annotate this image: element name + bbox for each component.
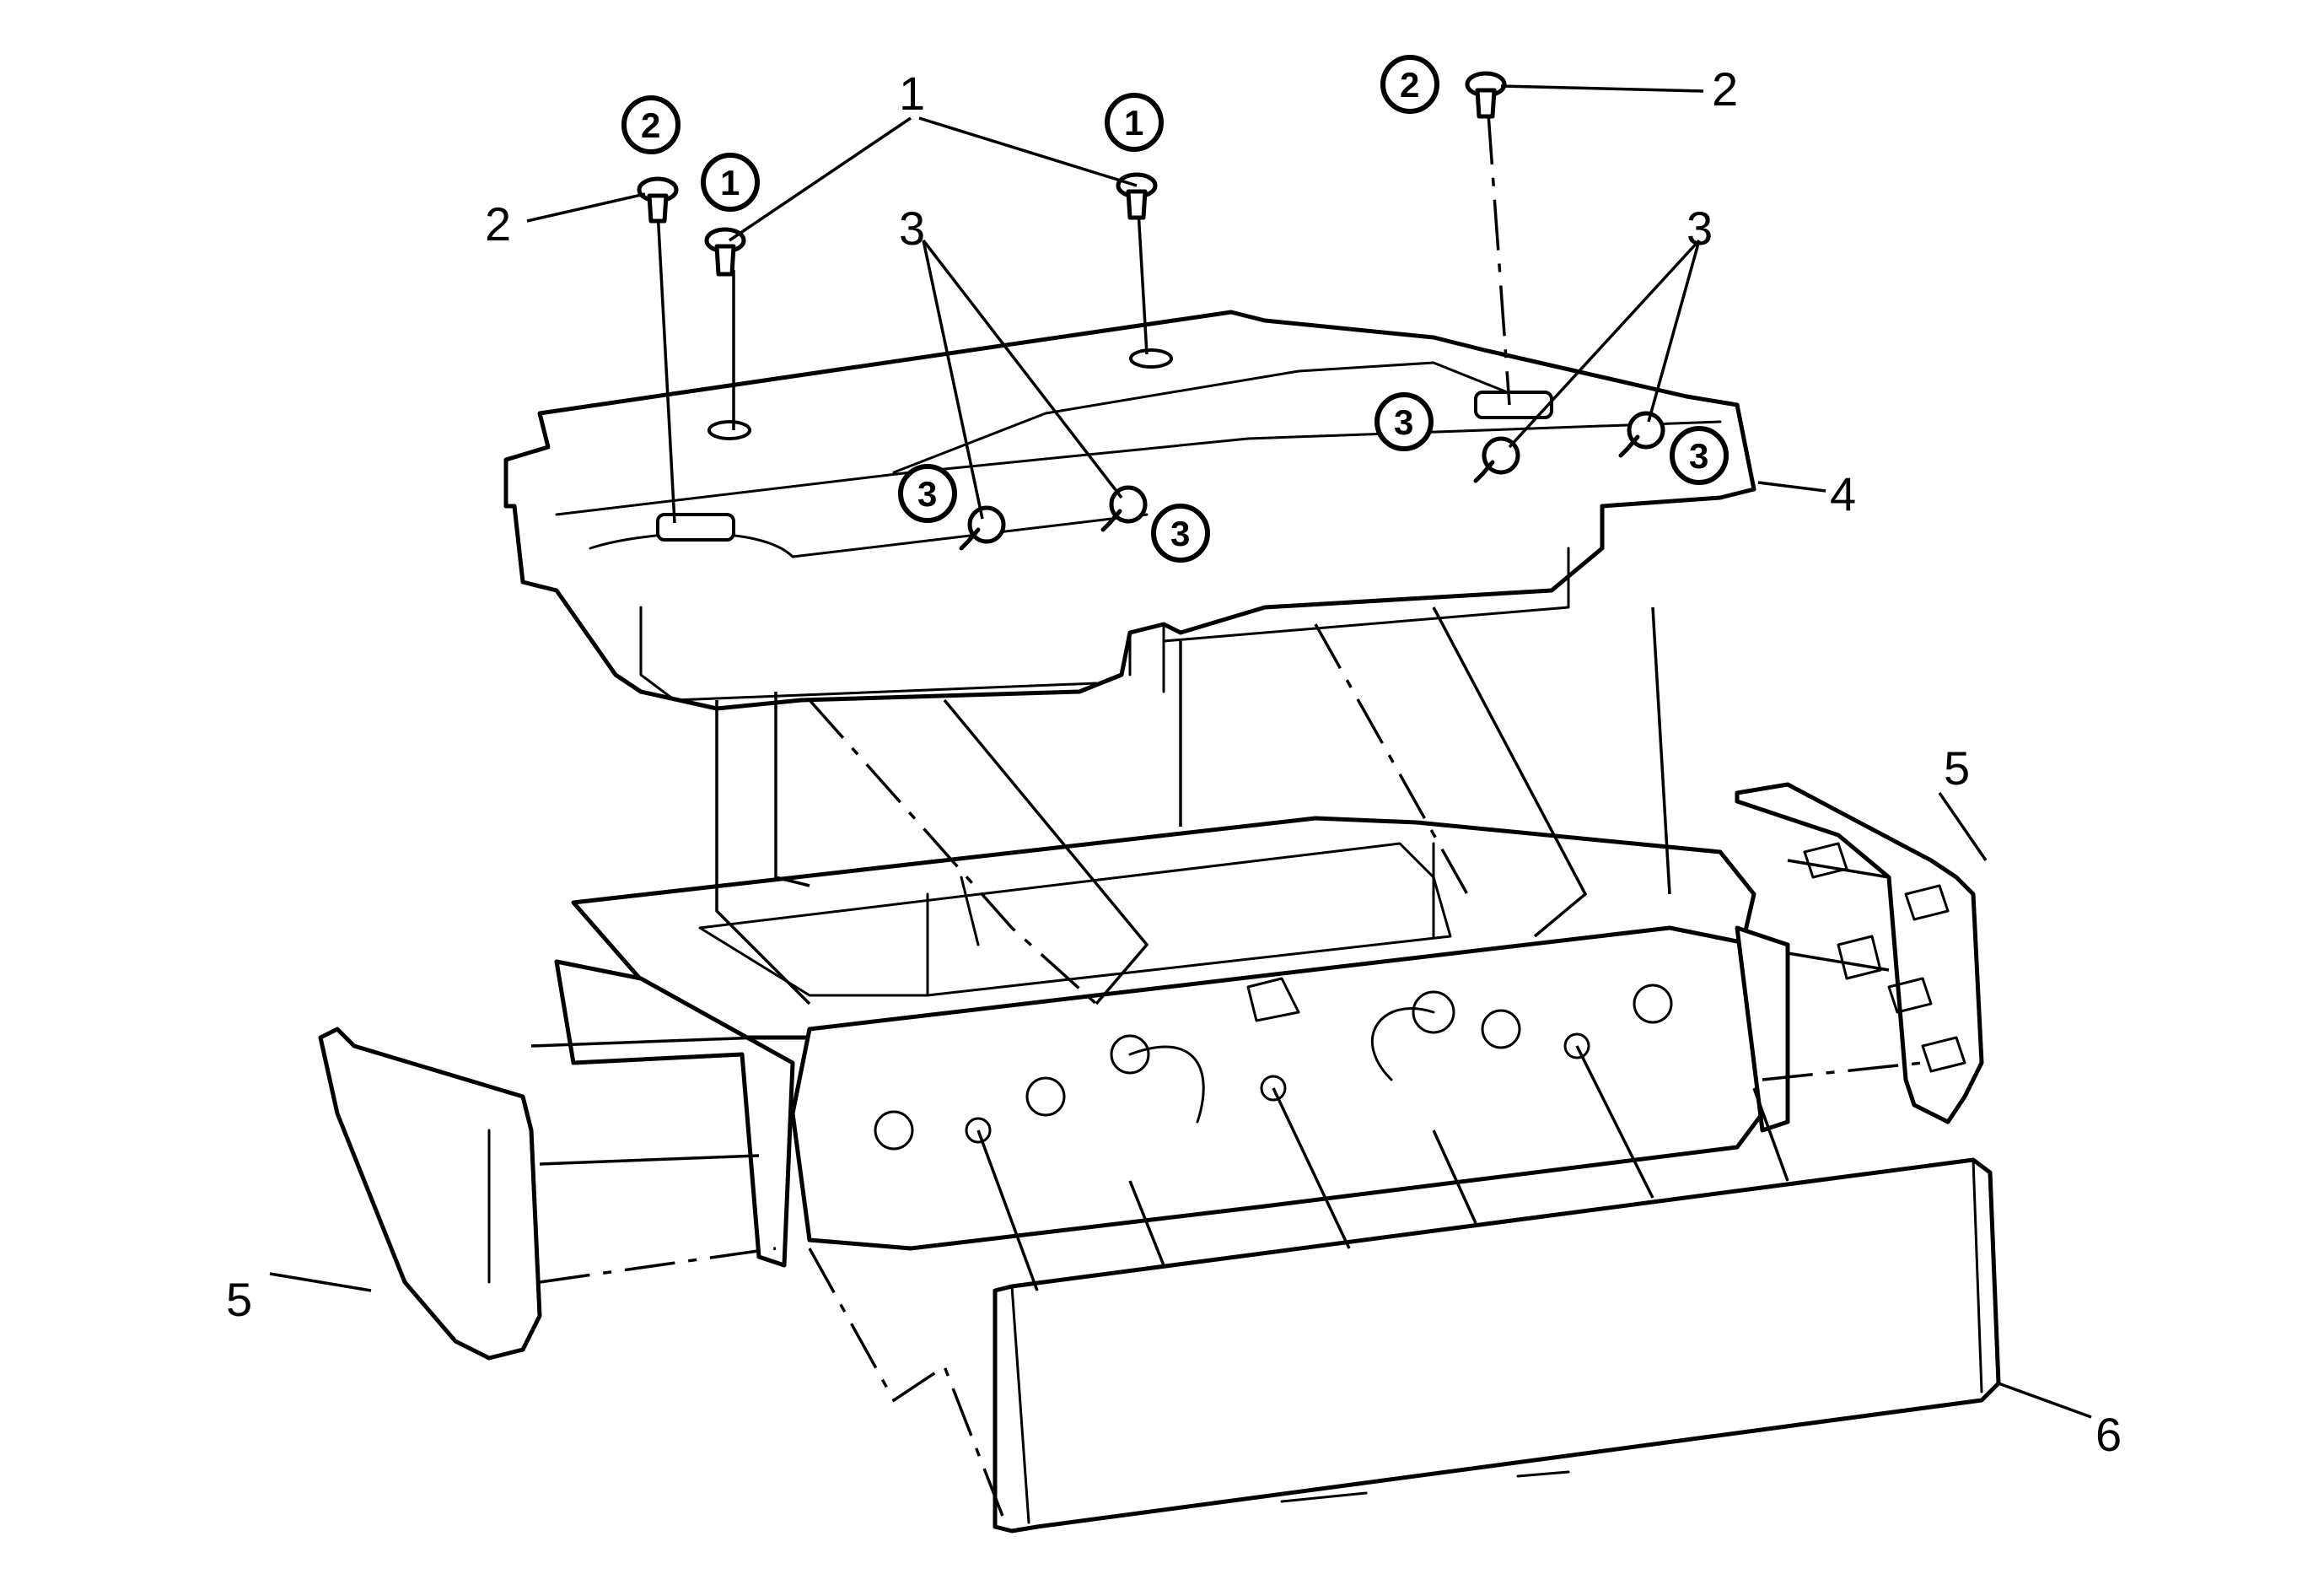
svg-text:2: 2 [1400,65,1419,105]
step-badge: 2 [621,95,681,154]
explosion-lines [530,113,1923,1519]
callout-2-left: 2 [485,197,511,251]
callout-2-right: 2 [1712,62,1738,116]
svg-text:3: 3 [1170,514,1190,553]
leader-lines [269,84,2092,1419]
callout-4: 4 [1830,467,1856,520]
screw-icon [637,176,679,224]
svg-text:1: 1 [720,163,740,202]
svg-text:1: 1 [1124,103,1143,143]
step-badge: 3 [1374,392,1434,451]
front-cover [993,1157,2001,1534]
callout-numbers: 1 2 2 3 3 4 5 5 6 [226,62,2122,1461]
svg-text:2: 2 [641,105,660,145]
callout-3-left: 3 [899,202,925,255]
step-badge: 3 [1151,504,1210,563]
step-badge: 2 [1380,55,1439,114]
screws [637,71,1665,551]
step-badge: 3 [1670,426,1729,485]
lower-housing [554,816,1790,1268]
screw-icon [704,227,746,277]
step-badge: 1 [701,153,760,212]
svg-text:3: 3 [1689,436,1708,476]
step-badge: 3 [898,464,957,523]
svg-text:3: 3 [1394,402,1413,442]
callout-3-right: 3 [1687,202,1713,255]
callout-5-right: 5 [1944,741,1970,795]
callout-1: 1 [899,67,925,120]
side-cap-left [318,1027,542,1361]
callout-5-left: 5 [226,1273,252,1326]
screw-icon [1465,71,1507,119]
step-badge: 1 [1105,93,1164,152]
step-badges: 2 1 1 2 3 3 3 3 [621,55,1729,563]
svg-text:3: 3 [917,474,937,514]
callout-6: 6 [2095,1408,2122,1461]
screw-icon [1618,411,1665,458]
screw-icon [959,505,1006,551]
